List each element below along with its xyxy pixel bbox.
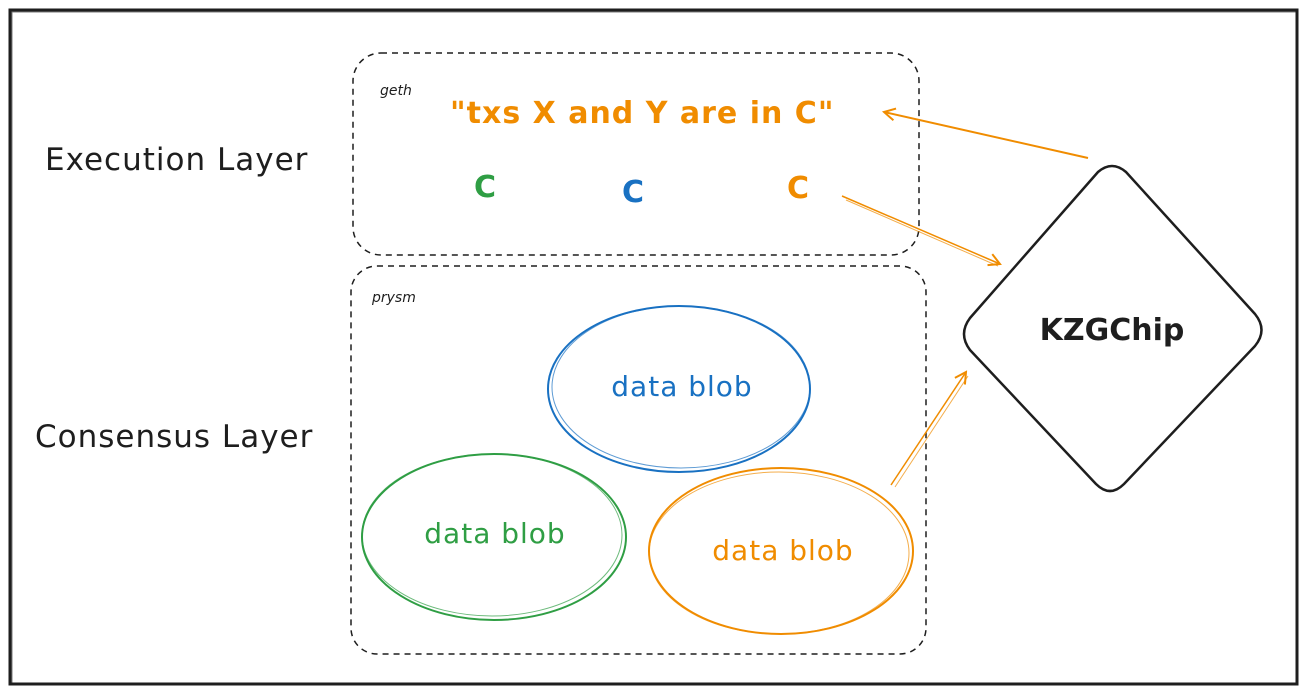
execution-layer-label: Execution Layer [45, 142, 308, 178]
arrow-blob-to-chip [890, 372, 969, 488]
consensus-layer-label: Consensus Layer [35, 419, 313, 455]
data-blob-blue-label: data blob [611, 370, 752, 403]
commitment-green: C [474, 170, 496, 205]
kzg-chip: KZGChip [962, 164, 1263, 493]
execution-box: geth "txs X and Y are in C" C C C [352, 52, 920, 256]
arrow-commitment-to-chip [841, 195, 1000, 267]
data-blob-blue: data blob [547, 305, 811, 473]
consensus-box: prysm [350, 265, 927, 655]
commitment-blue: C [622, 175, 644, 210]
kzg-chip-label: KZGChip [1040, 313, 1185, 348]
outer-frame [8, 8, 1299, 686]
geth-tag: geth [380, 83, 412, 99]
commitment-orange: C [787, 171, 809, 206]
prysm-tag: prysm [371, 290, 416, 306]
arrow-chip-to-claim [884, 112, 1089, 159]
inclusion-claim: "txs X and Y are in C" [450, 96, 834, 131]
data-blob-green-label: data blob [424, 517, 565, 550]
data-blob-orange: data blob [648, 467, 914, 635]
data-blob-green: data blob [361, 453, 627, 621]
data-blob-orange-label: data blob [712, 534, 853, 567]
